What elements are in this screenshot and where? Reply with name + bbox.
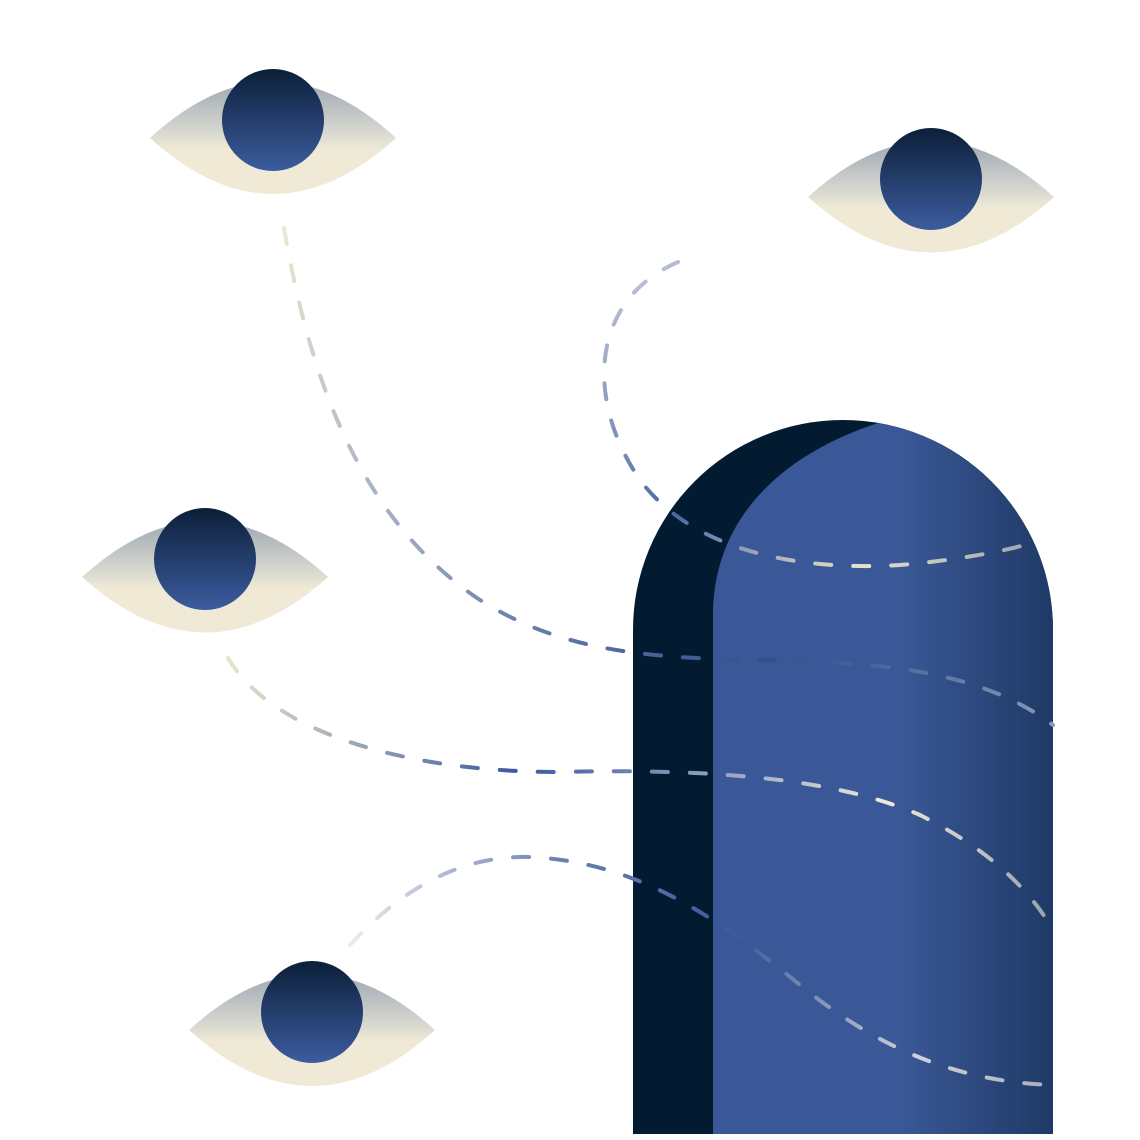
eye-icon [808,128,1054,253]
eye-icon [82,508,328,633]
sight-lines [226,226,1055,1087]
eye-icon [150,69,396,194]
doorway-icon [633,420,1053,1134]
sight-line-2 [602,260,1037,569]
sight-line-3 [226,656,1055,932]
doorway-face [713,423,1053,1134]
sight-line-1 [282,226,1055,727]
eye-icon [189,961,435,1086]
sight-line-4 [348,854,1055,1087]
